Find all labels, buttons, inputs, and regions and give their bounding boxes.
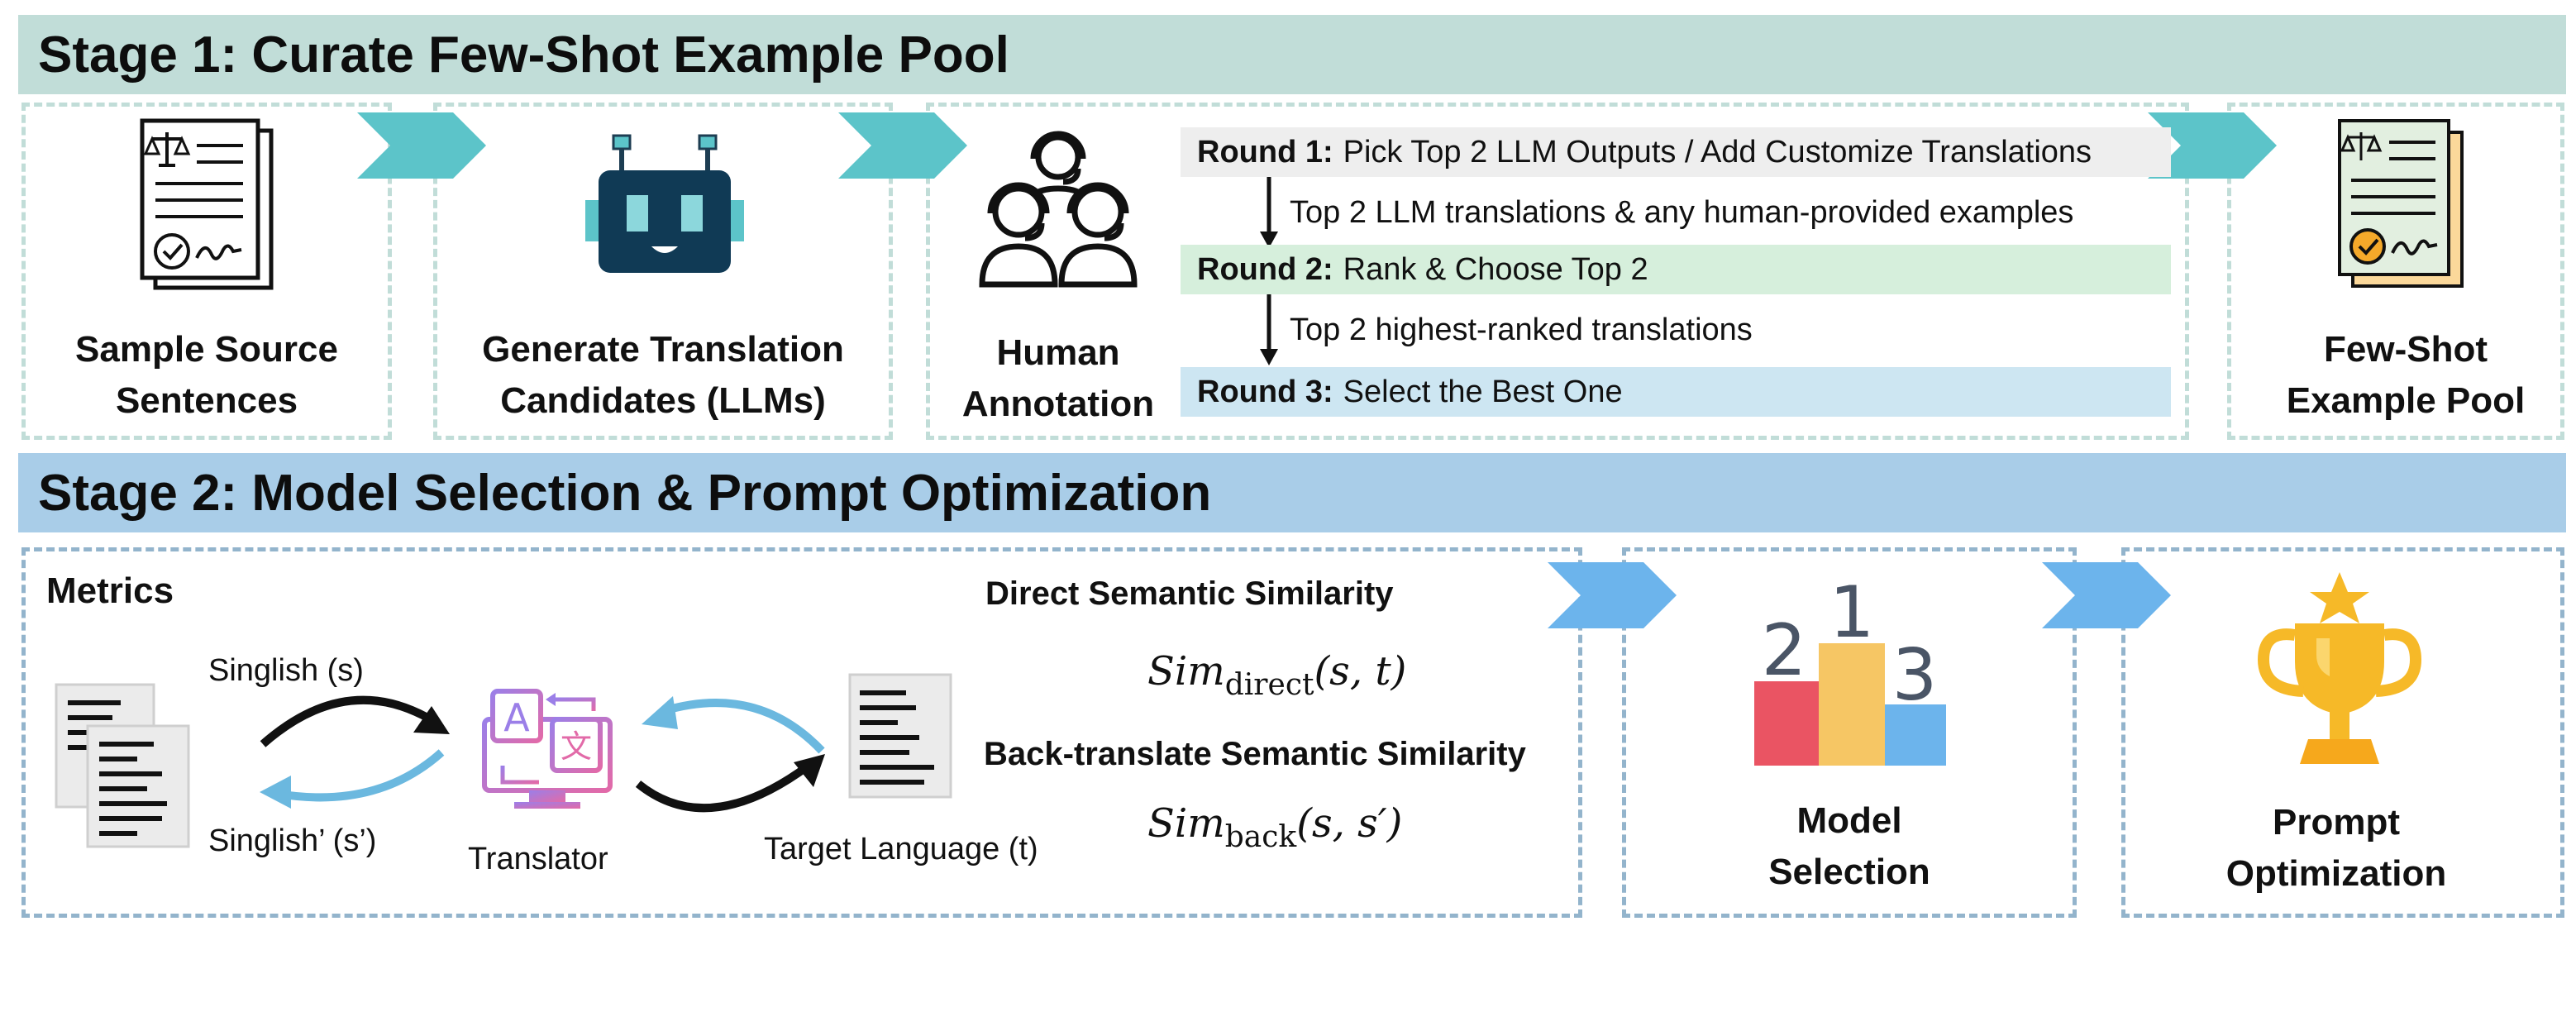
sample-box <box>21 103 392 440</box>
round-1-label: Round 1: <box>1197 134 1333 169</box>
certificate-icon <box>2338 119 2464 288</box>
translator-label: Translator <box>468 842 608 876</box>
forward-arrow-icon <box>260 695 450 747</box>
metrics-title: Metrics <box>46 570 174 611</box>
round-3-text: Select the Best One <box>1343 374 1623 409</box>
flow-note-2: Top 2 highest-ranked translations <box>1290 313 1753 347</box>
few-shot-pool-caption: Few-Shot Example Pool <box>2286 329 2526 421</box>
robot-icon <box>585 134 744 273</box>
translator-monitor-icon: A 文 <box>482 689 613 809</box>
document-stack-icon <box>55 683 190 848</box>
direct-similarity-title: Direct Semantic Similarity <box>985 575 1394 612</box>
model-selection-box <box>1622 547 2077 918</box>
direct-func: Sim <box>1147 648 1225 695</box>
round-2-label: Round 2: <box>1197 251 1333 287</box>
svg-text:A: A <box>503 695 530 740</box>
chevron-arrow-icon <box>2042 562 2171 628</box>
back-similarity-formula: Simback(s, s′) <box>1147 800 1402 854</box>
back-sub: back <box>1224 820 1297 854</box>
chevron-arrow-icon <box>1548 562 1677 628</box>
round-2-bar: Round 2: Rank & Choose Top 2 <box>1181 245 2171 294</box>
prompt-optimization-box <box>2121 547 2564 918</box>
stage2-title: Stage 2: Model Selection & Prompt Optimi… <box>38 464 1212 522</box>
stage1-banner: Stage 1: Curate Few-Shot Example Pool <box>18 15 2566 94</box>
flow-note-1: Top 2 LLM translations & any human-provi… <box>1290 195 2074 230</box>
round-1-text: Pick Top 2 LLM Outputs / Add Customize T… <box>1343 134 2092 169</box>
generate-box <box>433 103 893 440</box>
direct-similarity-formula: Simdirect(s, t) <box>1147 648 1406 702</box>
metrics-box <box>21 547 1582 918</box>
target-language-label: Target Language (t) <box>764 832 1038 866</box>
svg-text:文: 文 <box>561 728 592 765</box>
chevron-arrow-icon <box>838 112 967 179</box>
back-arrow-icon <box>642 696 825 754</box>
model-selection-caption: Model Selection <box>1768 800 1930 892</box>
back-func: Sim <box>1147 800 1225 847</box>
podium-icon: 2 1 3 <box>1754 571 1946 766</box>
down-arrow-icon <box>1260 177 1278 248</box>
human-annotation-caption: Human Annotation <box>961 332 1155 424</box>
singlish-back-label: Singlish’ (s’) <box>208 823 377 858</box>
back-args: (s, s′) <box>1296 800 1403 847</box>
prompt-optimization-caption: Prompt Optimization <box>2225 802 2447 894</box>
stage2-banner: Stage 2: Model Selection & Prompt Optimi… <box>18 453 2566 532</box>
sample-source-caption: Sample Source Sentences <box>75 329 338 421</box>
round-2-text: Rank & Choose Top 2 <box>1343 251 1648 287</box>
chevron-arrow-icon <box>357 112 486 179</box>
direct-args: (s, t) <box>1314 648 1407 695</box>
back-similarity-title: Back-translate Semantic Similarity <box>984 736 1526 772</box>
direct-sub: direct <box>1224 668 1314 702</box>
chevron-arrow-icon <box>2148 112 2277 179</box>
podium-third: 3 <box>1892 634 1938 717</box>
forward-arrow-icon <box>635 754 825 813</box>
singlish-label: Singlish (s) <box>208 653 364 688</box>
human-annotation-box <box>926 103 2189 440</box>
podium-second: 2 <box>1762 609 1807 692</box>
podium-first: 1 <box>1829 571 1875 654</box>
annotators-icon <box>979 131 1138 288</box>
pool-box <box>2227 103 2564 440</box>
stage1-title: Stage 1: Curate Few-Shot Example Pool <box>38 26 1009 84</box>
round-3-label: Round 3: <box>1197 374 1333 409</box>
trophy-icon <box>2257 572 2422 764</box>
document-icon <box>140 118 274 290</box>
generate-candidates-caption: Generate Translation Candidates (LLMs) <box>482 329 844 421</box>
round-1-bar: Round 1: Pick Top 2 LLM Outputs / Add Cu… <box>1181 127 2171 177</box>
back-arrow-icon <box>260 749 445 809</box>
target-document-icon <box>848 673 952 799</box>
round-3-bar: Round 3: Select the Best One <box>1181 367 2171 417</box>
down-arrow-icon <box>1260 294 1278 365</box>
